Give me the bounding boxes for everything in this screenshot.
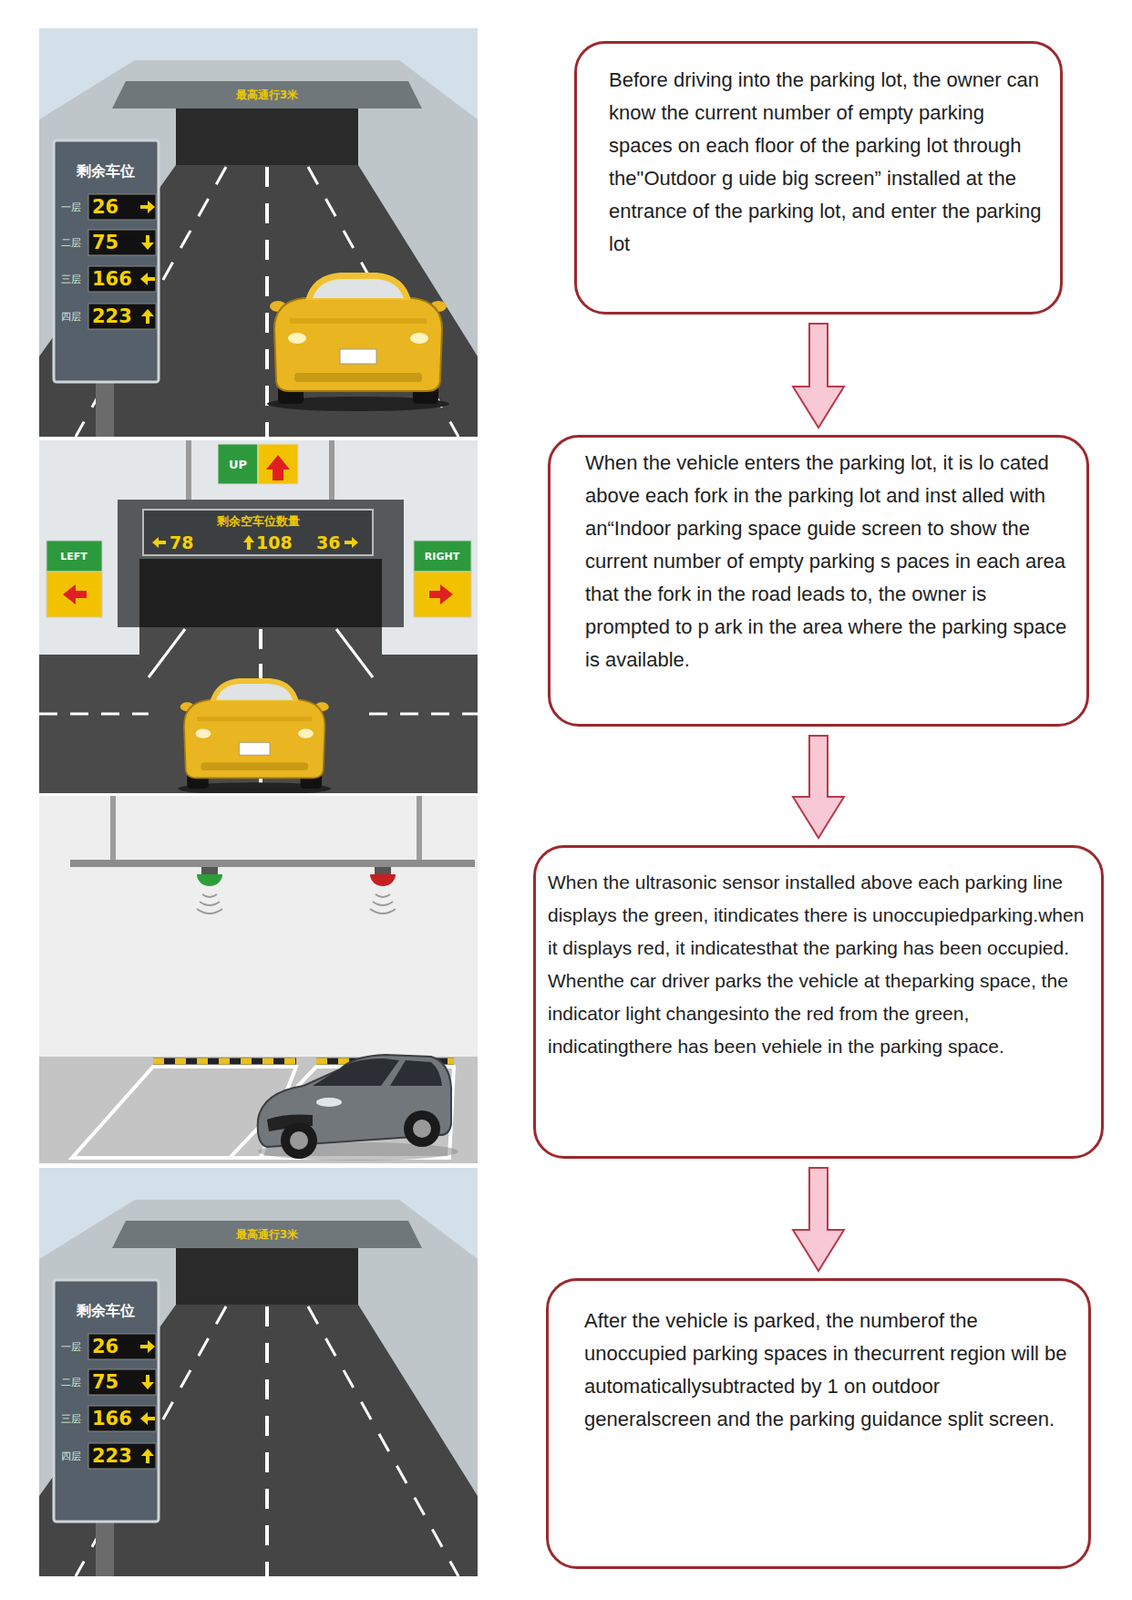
car-wheel xyxy=(280,1121,318,1159)
sensor-mount xyxy=(201,866,218,875)
sign-text: 剩余车位 xyxy=(76,1303,135,1318)
step-box: When the vehicle enters the parking lot,… xyxy=(547,434,1090,727)
lane-line xyxy=(39,712,149,716)
entrance-panel xyxy=(39,28,478,437)
wave xyxy=(196,908,223,914)
up-sign-green xyxy=(217,443,258,484)
sign-text: 二层 xyxy=(61,1377,82,1388)
tunnel-opening xyxy=(139,558,382,628)
sign-text: UP xyxy=(228,458,247,471)
ceiling-rail xyxy=(70,859,475,867)
guide-screen xyxy=(143,509,373,556)
up-sign-yellow xyxy=(257,443,299,484)
flow-arrow xyxy=(792,323,844,428)
car-rim xyxy=(289,1131,309,1150)
sign-text: 一层 xyxy=(61,1341,82,1352)
sign-text: 75 xyxy=(92,233,119,253)
wall xyxy=(39,795,478,1163)
left-sign-green xyxy=(46,540,103,572)
sign-text: 223 xyxy=(92,307,133,327)
sign-text: 剩余车位 xyxy=(76,164,135,179)
green-sensor xyxy=(196,874,223,886)
arrow-symbol xyxy=(152,536,166,548)
right-sign-green xyxy=(413,540,472,572)
lane-line xyxy=(336,628,373,678)
sign-text: 最高通行3米 xyxy=(236,1228,299,1240)
ceiling-support xyxy=(110,795,116,862)
wheel-stop xyxy=(153,1058,297,1065)
sign-text: RIGHT xyxy=(424,551,460,562)
step-text: When the vehicle enters the parking lot,… xyxy=(585,446,1069,677)
yellow-car xyxy=(267,272,450,412)
wave xyxy=(372,901,393,906)
red-sensor xyxy=(370,874,396,886)
sign-text: 223 xyxy=(92,1446,133,1466)
sign-text: 78 xyxy=(169,534,194,552)
sign-text: 四层 xyxy=(61,311,82,322)
arrow-symbol xyxy=(266,454,290,481)
lane-line xyxy=(369,712,478,716)
car-light xyxy=(316,1097,342,1107)
wave xyxy=(370,908,396,914)
sign-text: 26 xyxy=(92,1337,119,1357)
sensor-waves xyxy=(196,894,396,914)
sign-text: 26 xyxy=(92,197,119,217)
sign-text: 166 xyxy=(92,269,133,289)
left-sign-yellow xyxy=(46,571,103,618)
sign-text: 三层 xyxy=(61,1413,82,1424)
tunnel-frame xyxy=(117,499,404,628)
sign-text: 二层 xyxy=(61,237,82,248)
sign-text: 75 xyxy=(92,1372,119,1392)
entrance-scene xyxy=(39,1167,478,1576)
silver-car xyxy=(257,1054,459,1161)
wave xyxy=(202,894,217,897)
step-text: When the ultrasonic sensor installed abo… xyxy=(547,865,1091,1063)
ceiling-support xyxy=(416,795,422,862)
sign-pole xyxy=(185,440,192,501)
car-window xyxy=(390,1059,443,1086)
entrance-panel xyxy=(39,1167,478,1576)
arrow-symbol xyxy=(62,584,87,605)
step-text: After the vehicle is parked, the numbero… xyxy=(584,1304,1071,1436)
wave xyxy=(375,894,391,897)
sign-text: 166 xyxy=(92,1409,133,1429)
sign-text: 四层 xyxy=(61,1451,82,1462)
wheel-stop xyxy=(153,1058,297,1065)
entrance-scene xyxy=(39,28,478,437)
yellow-car xyxy=(177,678,331,795)
step-box: Before driving into the parking lot, the… xyxy=(574,41,1063,315)
sensor-panel xyxy=(39,795,478,1163)
right-sign-yellow xyxy=(413,571,472,618)
sign-text: 剩余空车位数量 xyxy=(216,514,300,527)
sign-text: 108 xyxy=(256,534,293,552)
sign-text: 一层 xyxy=(61,202,82,213)
car-wheel xyxy=(403,1110,441,1147)
arrow-symbol xyxy=(243,535,255,550)
car-window xyxy=(312,1058,400,1086)
sign-text: 36 xyxy=(316,534,340,552)
lane-line xyxy=(148,628,186,678)
sensor-mount xyxy=(374,866,392,875)
flow-arrow xyxy=(792,735,844,838)
sign-text: 三层 xyxy=(61,274,82,285)
step-box: After the vehicle is parked, the numbero… xyxy=(545,1277,1091,1569)
car-rim xyxy=(412,1119,432,1138)
step-box: When the ultrasonic sensor installed abo… xyxy=(533,844,1104,1159)
wave xyxy=(199,901,220,906)
step-text: Before driving into the parking lot, the… xyxy=(608,63,1042,261)
sign-text: 最高通行3米 xyxy=(236,89,299,101)
flow-arrow xyxy=(792,1167,844,1271)
arrow-symbol xyxy=(429,584,453,605)
sign-pole xyxy=(329,440,335,501)
arrow-symbol xyxy=(344,536,359,548)
fork-panel xyxy=(39,440,478,795)
sign-text: LEFT xyxy=(60,551,88,562)
